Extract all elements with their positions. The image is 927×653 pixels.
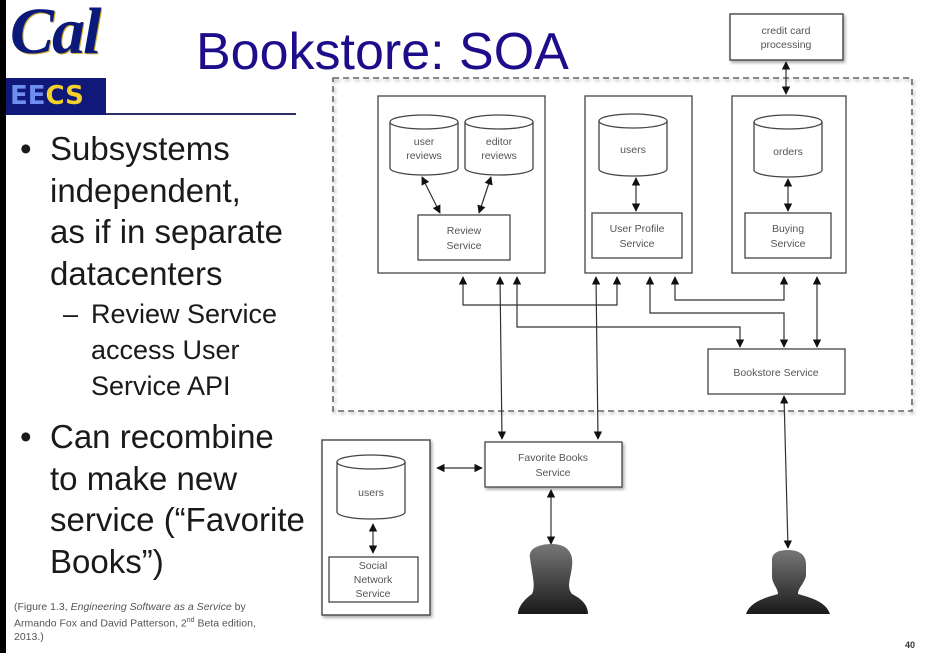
db-label: users [358,487,384,499]
arrow [477,176,493,214]
bullet-line: access User [91,335,240,365]
left-edge-bar [0,0,6,653]
bullet-line: independent, [50,171,241,209]
credit-card-label: credit card [761,25,810,37]
service-label: Service [446,240,481,252]
bullet-marker: • [20,418,32,455]
service-label: Favorite Books [518,452,588,464]
orders-db-icon: orders [753,114,823,178]
eecs-logo-cs: CS [45,81,84,111]
title-underline [106,113,296,115]
user-profile-service-box [591,212,683,259]
service-label: Service [355,588,390,600]
bullet-line: Can recombine [50,418,274,455]
service-label: User Profile [610,223,665,235]
eecs-logo-ee: EE [10,81,46,111]
arrow-user-buying [670,276,789,301]
cal-logo: Cal [10,0,101,68]
arrow-bookstore-customer [780,395,792,549]
social-users-db-icon: users [336,454,406,520]
bullet-subsystems: • Subsystems independent, as if in separ… [14,128,324,294]
bullet-line: as if in separate [50,213,283,250]
service-label: Service [535,467,570,479]
db-label: user [414,136,435,148]
arrow-user-bookstore [645,276,789,348]
arrow-user-favorite [591,276,603,440]
bullet-line: service (“Favorite [50,501,305,538]
bullet-line: Service API [91,371,231,401]
bullet-line: to make new [50,459,238,497]
sub-bullet-marker: – [63,299,79,329]
social-network-service-box [328,556,419,603]
review-subsystem: user reviews editor reviews Review Servi… [377,95,546,274]
female-user-icon [518,544,588,614]
male-user-icon [746,550,830,614]
slide-number: 40 [905,640,916,650]
slide-title: Bookstore: SOA [196,23,569,81]
caption-text: (Figure 1.3, [14,601,71,613]
caption-text: by Armando Fox and David Patterson, 2 [14,601,246,630]
service-label: Review [447,225,482,237]
bullet-marker: • [20,130,32,167]
db-label: editor [486,136,513,148]
bookstore-service-box: Bookstore Service [707,348,846,395]
bullet-list: • Subsystems independent, as if in separ… [14,128,324,582]
favorite-books-service-box: Favorite Books Service [484,441,623,488]
buying-subsystem: orders Buying Service [731,95,847,274]
social-network-subsystem: users Social Network Service [321,439,431,616]
eecs-logo: EECS [6,78,106,115]
credit-card-processing-box: credit card processing [729,13,844,61]
service-label: Buying [772,223,804,235]
bullet-line: Books”) [50,542,164,580]
user-subsystem: users User Profile Service [584,95,693,274]
service-label: Service [770,238,805,250]
connector-arrows [436,276,822,549]
figure-caption: (Figure 1.3, Engineering Software as a S… [14,601,264,644]
bookstore-boundary [332,77,913,412]
caption-text: Beta edition, 2013.) [14,617,256,643]
service-label: Service [619,238,654,250]
service-label: Network [354,574,393,586]
user-reviews-db-icon: user reviews [389,114,459,176]
arrow [421,176,441,214]
users-db-icon: users [598,113,668,177]
sub-bullet-review-service: – Review Service access User Service API [14,296,324,404]
db-label: reviews [481,150,517,162]
arrow-review-bookstore [512,276,745,348]
service-label: Social [359,560,388,572]
bullet-line: datacenters [50,254,223,292]
bullet-recombine: • Can recombine to make new service (“Fa… [14,416,324,582]
editor-reviews-db-icon: editor reviews [464,114,534,176]
credit-card-label: processing [761,39,812,51]
review-service-box [417,214,511,261]
arrow-review-user [458,276,622,306]
buying-service-box [744,212,832,259]
db-label: users [620,144,646,156]
bullet-line: Review Service [91,299,278,329]
db-label: orders [773,146,803,158]
bullet-line: Subsystems [50,130,230,167]
db-label: reviews [406,150,442,162]
arrow-review-favorite [495,276,507,440]
caption-sup: nd [186,617,195,624]
caption-book-title: Engineering Software as a Service [70,601,232,613]
service-label: Bookstore Service [733,367,818,379]
